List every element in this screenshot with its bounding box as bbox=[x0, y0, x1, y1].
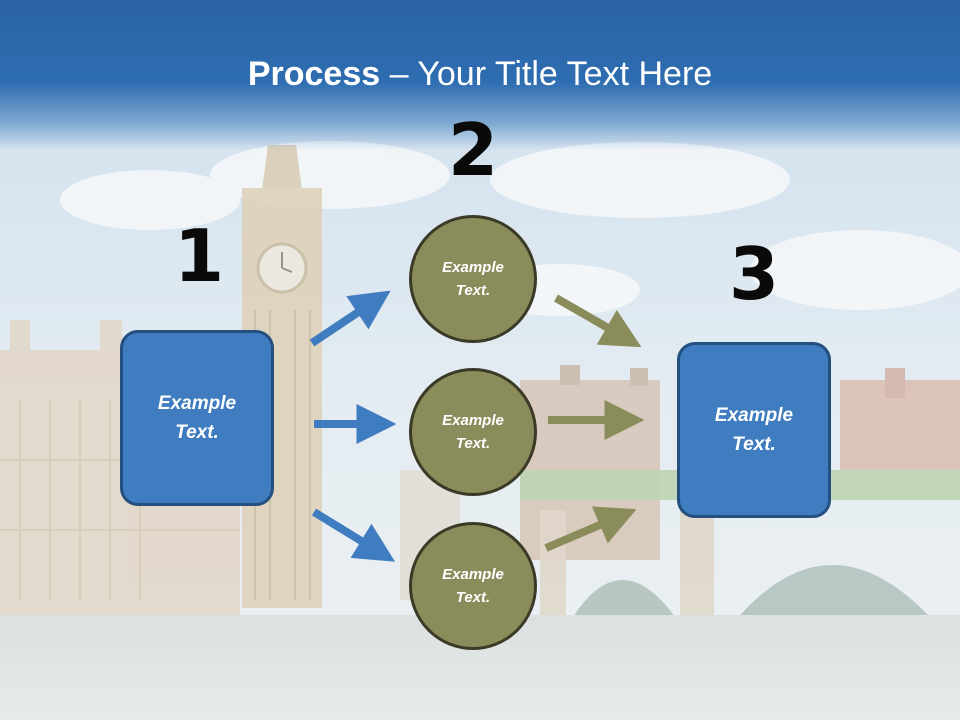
step-3-label: Example Text. bbox=[714, 405, 794, 455]
step-2-circle-bottom: Example Text. bbox=[409, 522, 537, 650]
arrow-1-to-top bbox=[309, 290, 391, 347]
step-1-box: Example Text. bbox=[120, 330, 274, 506]
step-1-label: Example Text. bbox=[157, 393, 237, 443]
title-bold: Process bbox=[247, 55, 381, 93]
arrow-top-to-3 bbox=[554, 294, 642, 348]
step-number-2: 2 bbox=[447, 108, 499, 192]
step-2-circle-middle: Example Text. bbox=[409, 368, 537, 496]
arrow-1-to-bottom bbox=[311, 508, 396, 562]
step-2-circle-top: Example Text. bbox=[409, 215, 537, 343]
title-band bbox=[0, 0, 960, 150]
arrow-bottom-to-3 bbox=[544, 506, 637, 552]
step-number-1: 1 bbox=[173, 214, 225, 298]
circle-middle-label: Example Text. bbox=[442, 412, 504, 452]
circle-top-label: Example Text. bbox=[442, 259, 504, 299]
circle-bottom-label: Example Text. bbox=[442, 566, 504, 606]
slide-title: Process – Your Title Text Here bbox=[0, 52, 960, 96]
step-3-box: Example Text. bbox=[677, 342, 831, 518]
title-rest: – Your Title Text Here bbox=[380, 55, 713, 93]
step-number-3: 3 bbox=[728, 232, 780, 316]
